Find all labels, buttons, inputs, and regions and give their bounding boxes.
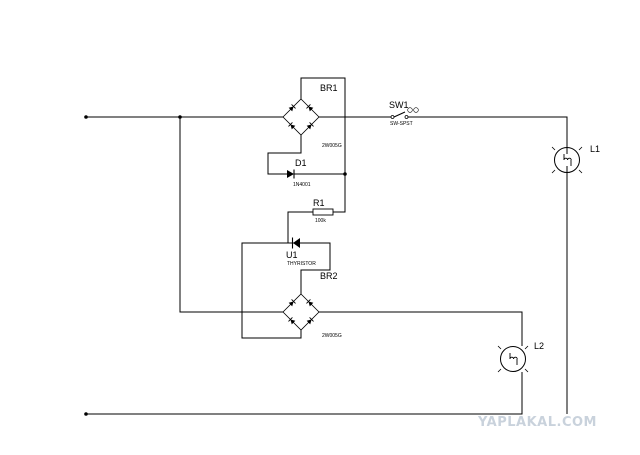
lamp-l2: L2 xyxy=(497,341,544,373)
watermark: YAPLAKAL.COM xyxy=(477,415,597,430)
sw1-designator: SW1 xyxy=(389,100,409,110)
l1-designator: L1 xyxy=(590,144,600,154)
terminal-dot-top xyxy=(84,115,88,119)
thyristor-u1: U1 THYRISTOR xyxy=(286,237,316,267)
l2-designator: L2 xyxy=(534,341,544,351)
br2-part: 2W005G xyxy=(322,333,342,339)
d1-designator: D1 xyxy=(295,158,307,168)
bridge-rectifier-br2: BR2 2W005G xyxy=(282,271,342,339)
bridge-rectifier-br1: BR1 2W005G xyxy=(282,83,342,149)
junction-dot-right xyxy=(343,172,347,176)
r1-designator: R1 xyxy=(313,198,325,208)
terminal-dot-bottom xyxy=(84,412,88,416)
resistor-r1: R1 100k xyxy=(312,198,334,224)
r1-value: 100k xyxy=(315,218,326,224)
br1-designator: BR1 xyxy=(320,83,338,93)
br2-designator: BR2 xyxy=(320,271,338,281)
junction-dot-left xyxy=(178,115,182,119)
u1-designator: U1 xyxy=(286,250,298,260)
sw1-part: SW-SPST xyxy=(390,121,413,127)
switch-sw1: SW1 SW-SPST xyxy=(388,100,419,127)
d1-part: 1N4001 xyxy=(293,182,311,188)
br1-part: 2W005G xyxy=(322,143,342,149)
lamp-l1: L1 xyxy=(551,144,600,186)
wires xyxy=(86,77,568,415)
junctions xyxy=(84,115,347,416)
diode-d1: D1 1N4001 xyxy=(287,158,311,188)
u1-part: THYRISTOR xyxy=(287,261,316,267)
